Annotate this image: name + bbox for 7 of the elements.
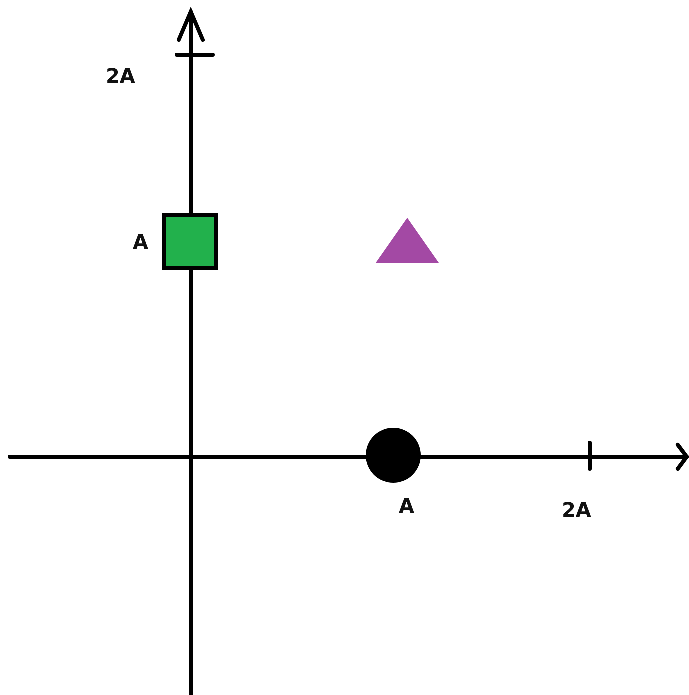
axis-tick-label: 2A bbox=[106, 66, 136, 86]
circle-marker bbox=[366, 428, 421, 483]
axis-tick-label: A bbox=[133, 232, 148, 252]
axis-tick-label: A bbox=[399, 496, 414, 516]
triangle-marker bbox=[376, 218, 439, 263]
axis-tick-label: 2A bbox=[562, 500, 592, 520]
square-marker bbox=[162, 213, 218, 270]
